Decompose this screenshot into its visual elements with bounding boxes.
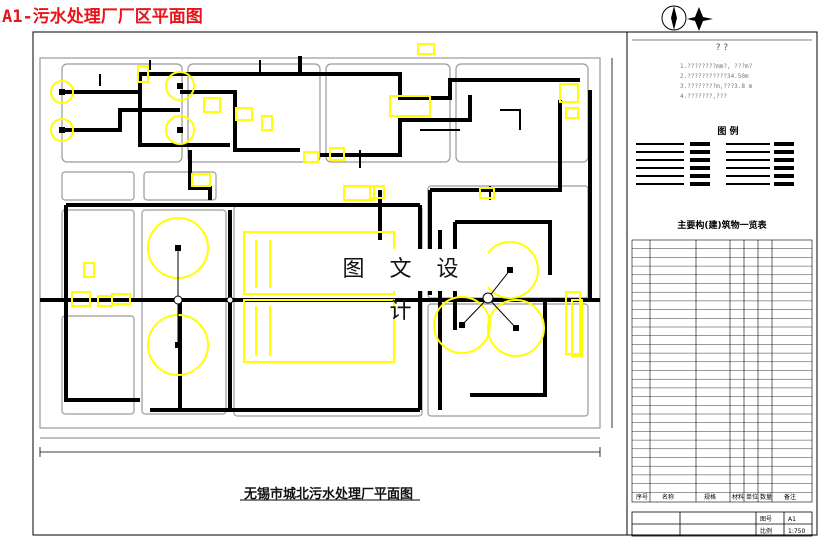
footer-label-qty: 数量 bbox=[760, 493, 772, 501]
title-block bbox=[631, 511, 813, 537]
legend-heading: 图 例 bbox=[717, 125, 738, 137]
footer-label-material: 材料 bbox=[732, 493, 744, 501]
sheet-no-label: 图号 bbox=[760, 516, 772, 523]
sheet-no: A1 bbox=[788, 516, 796, 523]
note-line-3: 3.????????m,???3.8 m bbox=[680, 83, 753, 90]
scale-value: 1:750 bbox=[788, 528, 805, 535]
footer-label-spec: 规格 bbox=[704, 493, 716, 501]
page-title: A1-污水处理厂厂区平面图 bbox=[2, 7, 203, 27]
scale-label: 比例 bbox=[760, 527, 772, 535]
footer-label-remark: 备注 bbox=[784, 493, 796, 501]
footer-label-index: 序号 bbox=[636, 493, 648, 501]
footer-label-name: 名称 bbox=[662, 493, 674, 501]
note-line-2: 2.???????????34.50m bbox=[680, 73, 749, 80]
notes-heading: ? ? bbox=[716, 43, 729, 53]
building-table-heading: 主要构(建)筑物一览表 bbox=[677, 219, 767, 231]
legend-symbols bbox=[636, 143, 770, 185]
building-table-rows bbox=[632, 248, 812, 493]
building-table-grid bbox=[631, 239, 813, 503]
drawing-title: 无锡市城北污水处理厂平面图 bbox=[244, 487, 414, 502]
watermark: 图 文 设 计 bbox=[322, 249, 488, 324]
dimension-line bbox=[39, 58, 613, 457]
clarifier-scrapers bbox=[177, 248, 517, 345]
north-arrow-icon bbox=[661, 5, 713, 31]
pipe-network-minor bbox=[99, 60, 521, 200]
title-column-frame bbox=[626, 31, 818, 536]
table-footer-labels: 序号 名称 规格 材料 单位 数量 备注 bbox=[636, 493, 796, 501]
legend-labels-blocks bbox=[690, 142, 794, 186]
note-line-4: 4.???????,??? bbox=[680, 93, 727, 100]
note-line-1: 1.????????mm?, ???m? bbox=[680, 63, 753, 70]
footer-label-unit: 单位 bbox=[746, 493, 758, 501]
road-network bbox=[39, 57, 601, 439]
junctions bbox=[173, 292, 494, 305]
